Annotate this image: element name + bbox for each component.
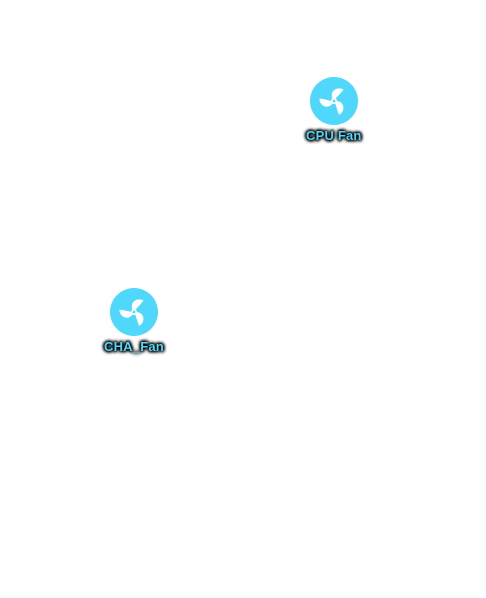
- cha-fan-label: CHA_Fan: [104, 339, 164, 354]
- fan-icon: [109, 288, 158, 336]
- cha-fan-button[interactable]: CHA_Fan: [104, 288, 164, 354]
- cpu-fan-label: CPU Fan: [306, 128, 362, 143]
- cpu-fan-button[interactable]: CPU Fan: [306, 77, 362, 143]
- fan-icon: [309, 77, 358, 125]
